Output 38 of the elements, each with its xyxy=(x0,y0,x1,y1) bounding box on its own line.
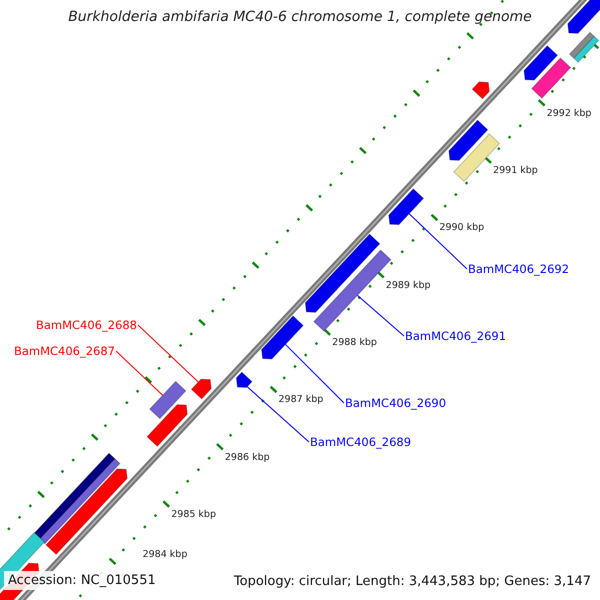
gene-label: BamMC406_2689 xyxy=(310,435,412,449)
gene-bar xyxy=(190,378,212,400)
gene-bar xyxy=(567,0,600,34)
gene-bar xyxy=(149,380,186,420)
gene-bar xyxy=(236,372,253,388)
scale-label: 2990 kbp xyxy=(439,222,484,234)
gene-bar xyxy=(39,458,121,544)
gene-label: BamMC406_2691 xyxy=(405,329,506,343)
scale-label: 2984 kbp xyxy=(142,549,188,560)
title-text: Burkholderia ambifaria MC40-6 chromosome 1, complete genome xyxy=(67,9,533,25)
gene-bar xyxy=(146,404,188,447)
leader-line xyxy=(116,350,164,396)
scale-label: 2988 kbp xyxy=(332,337,377,348)
genome-info-text: Topology: circular; Length: 3,443,583 bp; Genes: 3,147 xyxy=(234,574,591,589)
scale-label: 2987 kbp xyxy=(278,394,324,406)
gene-bar xyxy=(573,36,600,63)
gene-bar xyxy=(531,57,572,99)
leader-line xyxy=(138,324,199,383)
leader-line xyxy=(356,294,404,336)
gene-bar xyxy=(45,468,128,555)
leader-line xyxy=(284,344,344,404)
gene-bar xyxy=(448,120,488,161)
gene-label: BamMC406_2690 xyxy=(345,396,446,410)
gene-label: BamMC406_2687 xyxy=(14,344,115,358)
gene-bar xyxy=(261,315,304,360)
gene-bar xyxy=(524,45,558,80)
gene-bar xyxy=(472,82,490,100)
leader-line xyxy=(246,386,310,442)
scale-label: 2991 kbp xyxy=(493,165,538,176)
gene-bar xyxy=(304,234,380,313)
leader-line xyxy=(408,213,468,270)
scale-label: 2989 kbp xyxy=(386,280,431,291)
gene-label: BamMC406_2688 xyxy=(36,318,137,332)
gene-label: BamMC406_2692 xyxy=(468,262,570,276)
scale-label: 2986 kbp xyxy=(224,452,270,463)
scale-label: 2992 kbp xyxy=(546,108,592,119)
gene-bar xyxy=(388,188,424,226)
scale-label: 2985 kbp xyxy=(171,509,216,520)
